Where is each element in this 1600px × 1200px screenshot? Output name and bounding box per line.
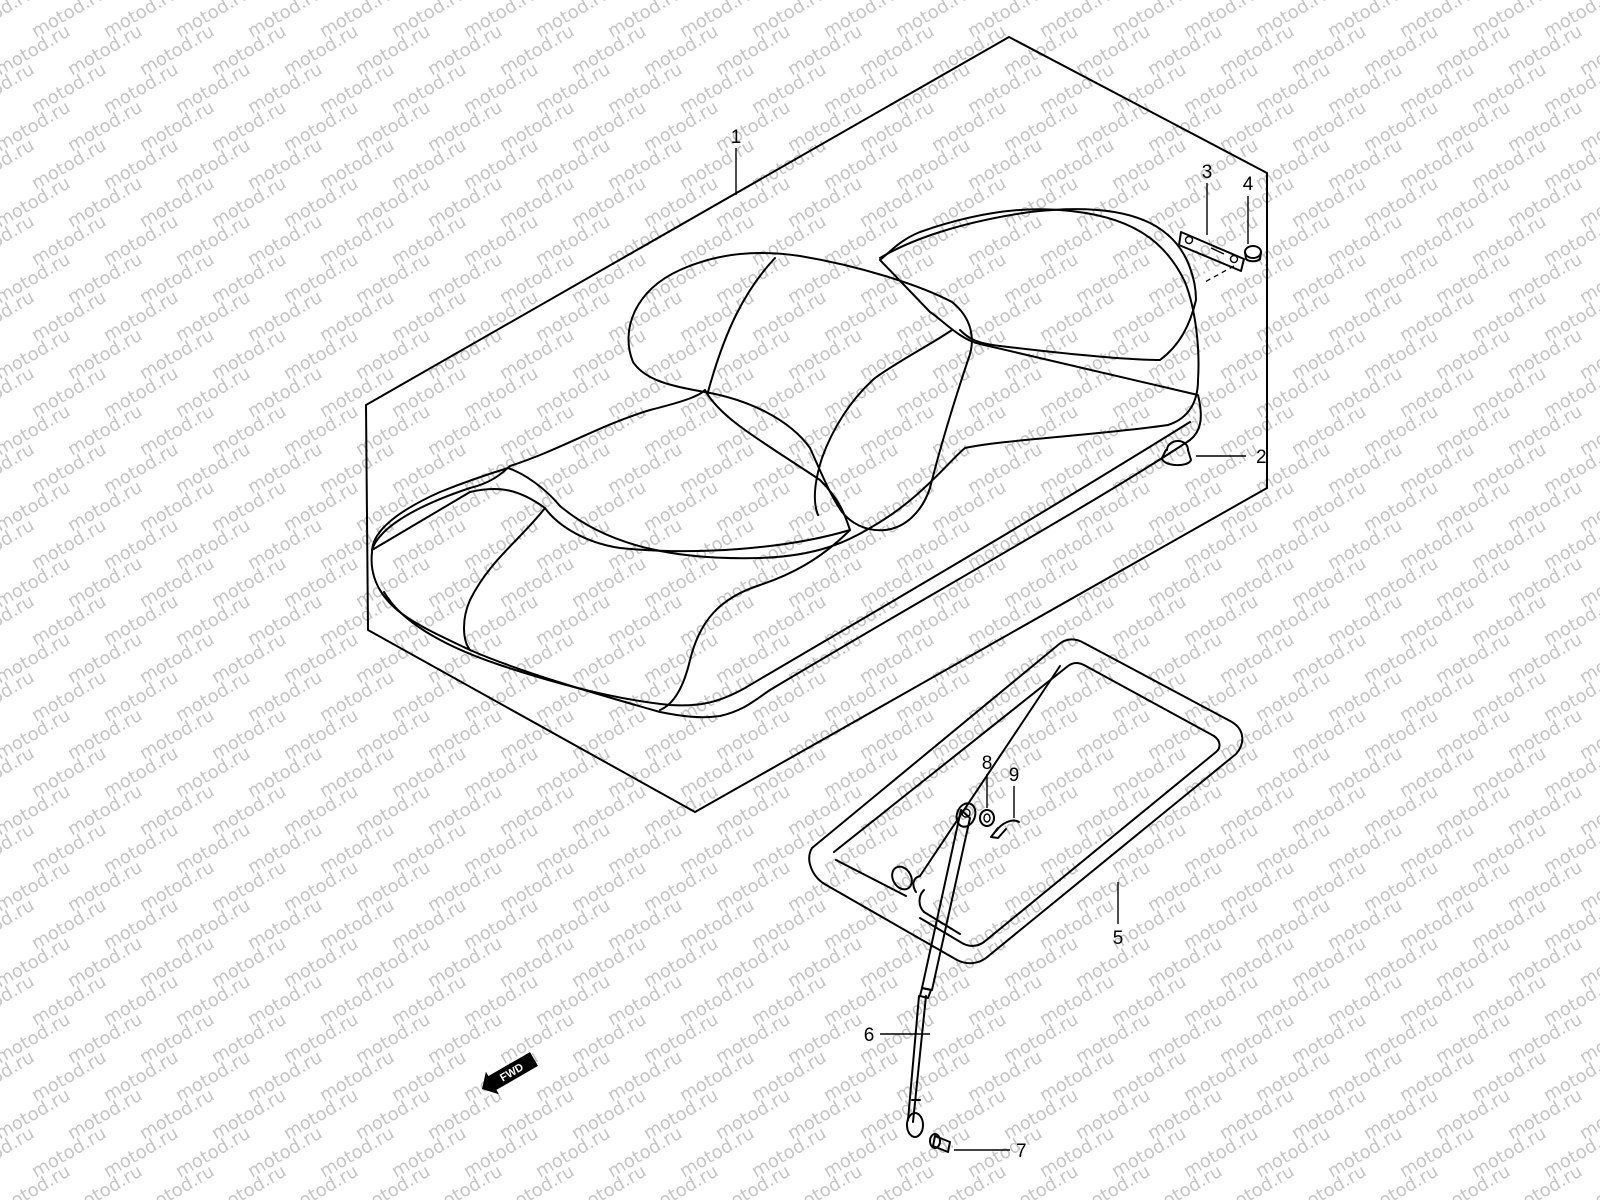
backrest-left-seam [707,257,776,393]
callout-4: 4 [1243,174,1254,195]
callout-7: 7 [1016,1141,1027,1162]
passenger-seat [879,208,1197,361]
callout-5: 5 [1113,928,1124,949]
rider-seat-side-seam [659,529,851,711]
callout-numbers: 1 2 3 4 5 6 7 8 9 [731,127,1267,1162]
mounting-plate [1178,231,1245,272]
callout-2: 2 [1256,447,1267,468]
backrest [627,251,973,532]
callout-6: 6 [864,1025,875,1046]
leader-lines [735,148,1249,1151]
attach-line [1202,265,1235,284]
cushion [1161,440,1192,466]
callout-1: 1 [731,127,742,148]
bolt [929,1133,951,1153]
seat-assembly-box [365,36,1268,813]
watermark-text: motod.ru [0,1161,2,1200]
seat-base-lower-edge [383,421,1191,707]
nut [1244,245,1262,263]
callout-8: 8 [982,753,993,774]
washer [979,809,995,827]
callout-3: 3 [1202,162,1213,183]
clip [990,819,1020,839]
rider-seat-center-seam [463,507,546,651]
backrest-front-seam [813,329,953,516]
watermark-text: motod.ru [1576,0,1600,4]
rider-seat-panel [371,389,851,553]
gas-strut [906,802,977,1138]
callout-9: 9 [1009,765,1020,786]
seat-frame [808,638,1244,965]
